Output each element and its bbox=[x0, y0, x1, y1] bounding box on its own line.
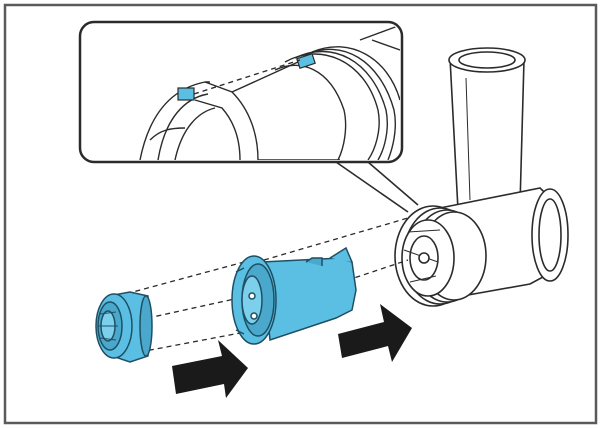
detail-callout bbox=[78, 20, 419, 213]
callout-tab-left bbox=[177, 87, 195, 101]
cutter-ring bbox=[95, 291, 153, 363]
grinder-body bbox=[394, 47, 569, 307]
callout-box bbox=[78, 20, 404, 164]
auger-housing bbox=[231, 246, 357, 345]
callout-tab-right bbox=[296, 53, 316, 69]
insert-arrow-lower bbox=[172, 340, 248, 398]
callout-leader bbox=[335, 161, 419, 213]
insert-arrow-upper bbox=[338, 304, 412, 362]
arrow-right-icon bbox=[172, 340, 248, 398]
arrow-right-icon bbox=[338, 304, 412, 362]
